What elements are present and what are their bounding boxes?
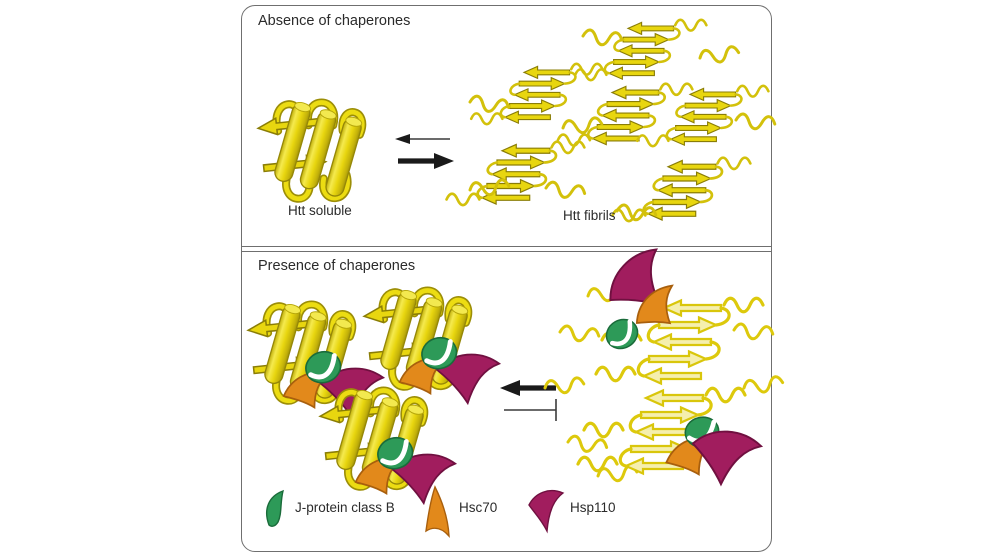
legend-label-hsc70: Hsc70 [459,500,498,515]
top-panel-title: Absence of chaperones [258,13,411,29]
fibril-stack [471,64,602,124]
bottom-panel-title: Presence of chaperones [258,258,416,274]
fibril-with-chaperones [542,244,786,494]
chaperone-htt-complexes [247,289,500,508]
legend-label-hsp110: Hsp110 [570,500,616,515]
jprotein-legend-icon [265,489,284,527]
hsp110-legend-icon [528,489,565,534]
chaperone-trio-on-fibril-bottom [665,414,764,494]
reverse-arrow [395,134,450,144]
legend-label-jprotein: J-protein class B [295,500,395,515]
forward-arrow [398,153,454,169]
panel-divider-line-top [242,246,771,247]
fibril-stack [558,84,692,146]
disaggregation-arrow [500,380,556,396]
htt-fibrils-label: Htt fibrils [563,208,616,223]
equilibrium-arrows [395,134,454,169]
legend-icons [265,485,565,538]
htt-soluble-label: Htt soluble [288,203,352,218]
panel-divider-line-bottom [242,251,771,252]
inhibition-bar [504,399,557,421]
fibril-stack [613,158,751,221]
hsc70-legend-icon [425,485,450,538]
htt-fibrils-cluster [447,20,777,224]
htt-soluble-molecule [257,101,363,199]
fibril-stack [575,20,706,80]
